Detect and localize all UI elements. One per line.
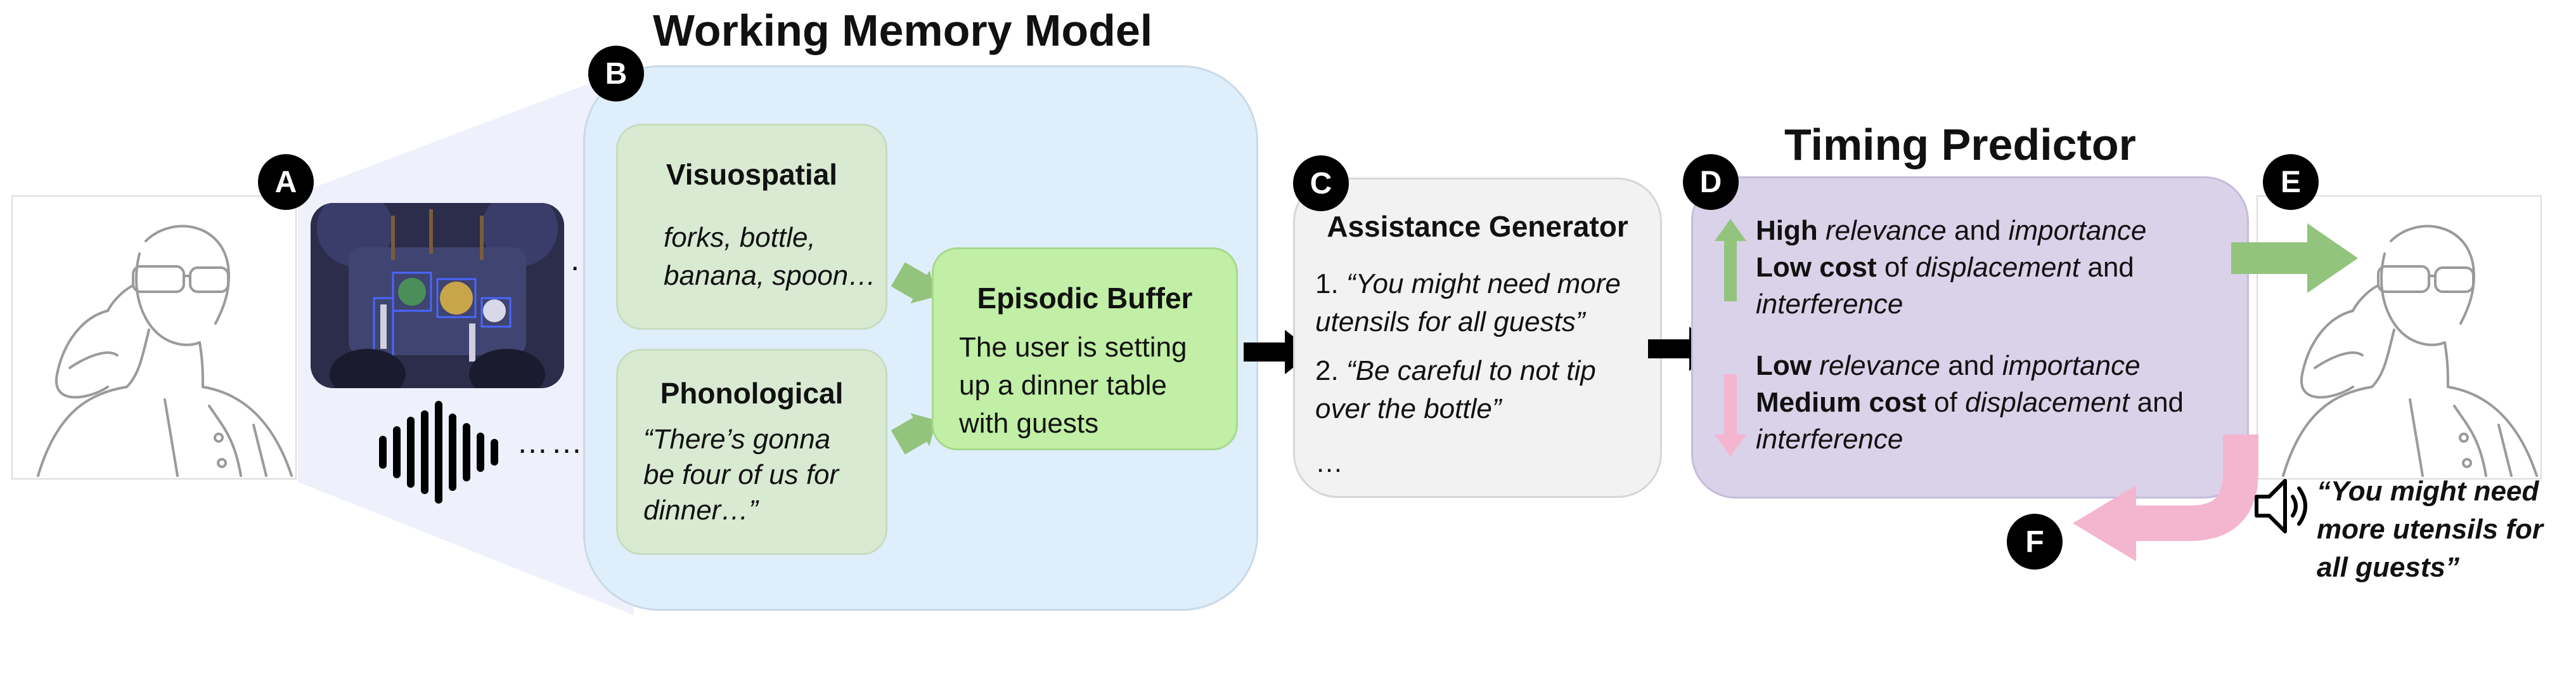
assistance-item-2-num: 2.: [1315, 355, 1339, 386]
assistance-item-1: 1. “You might need more utensils for all…: [1315, 268, 1621, 337]
badge-f: F: [2007, 514, 2063, 570]
assistance-generator-panel: [1293, 178, 1662, 498]
audio-dots: …….: [517, 424, 596, 460]
visuospatial-box: Visuospatial forks, bottle, banana, spoo…: [616, 124, 887, 330]
episodic-buffer-text: The user is setting up a dinner table wi…: [959, 332, 1187, 439]
egocentric-photo: [311, 203, 564, 388]
high-up-arrow-icon: [1715, 219, 1746, 301]
visuospatial-to-buffer-arrow: [891, 262, 937, 304]
high-priority-text: High relevance and importance Low cost o…: [1756, 215, 2147, 320]
phonological-text: “There’s gonna be four of us for dinner……: [643, 424, 839, 526]
assistance-item-1-num: 1.: [1315, 268, 1339, 299]
visuospatial-text: forks, bottle, banana, spoon…: [664, 222, 877, 291]
timing-predictor-title: Timing Predictor: [1784, 120, 2136, 169]
person-sketch-right: [2282, 225, 2538, 477]
episodic-buffer-box: Episodic Buffer The user is setting up a…: [932, 247, 1238, 450]
assistance-generator-title: Assistance Generator: [1327, 210, 1628, 243]
episodic-buffer-title: Episodic Buffer: [977, 282, 1193, 315]
badge-d: D: [1683, 154, 1739, 210]
output-green-arrow: [2231, 223, 2358, 293]
badge-b: B: [588, 46, 644, 101]
phonological-box: Phonological “There’s gonna be four of u…: [616, 349, 887, 555]
speaker-icon: [2255, 479, 2307, 533]
timing-predictor-panel: [1691, 176, 2249, 499]
person-sketch-left-frame: [11, 195, 297, 480]
badge-c: C: [1293, 155, 1349, 211]
low-down-arrow-icon: [1715, 374, 1746, 457]
low-priority-text: Low relevance and importance Medium cost…: [1756, 350, 2184, 455]
visuospatial-title: Visuospatial: [666, 158, 838, 191]
assistance-ellipsis: …: [1315, 447, 1343, 478]
output-pink-arrow: [2073, 434, 2258, 561]
speech-output-text: “You might need more utensils for all gu…: [2317, 476, 2543, 583]
phonological-to-buffer-arrow: [891, 413, 937, 455]
assistance-item-2: 2. “Be careful to not tip over the bottl…: [1315, 355, 1596, 424]
badge-e: E: [2263, 154, 2319, 210]
phonological-title: Phonological: [660, 377, 844, 410]
memory-model-title: Working Memory Model: [653, 6, 1153, 55]
audio-waveform-icon: [379, 401, 498, 504]
badge-a: A: [258, 154, 314, 210]
person-sketch-left: [37, 225, 293, 477]
